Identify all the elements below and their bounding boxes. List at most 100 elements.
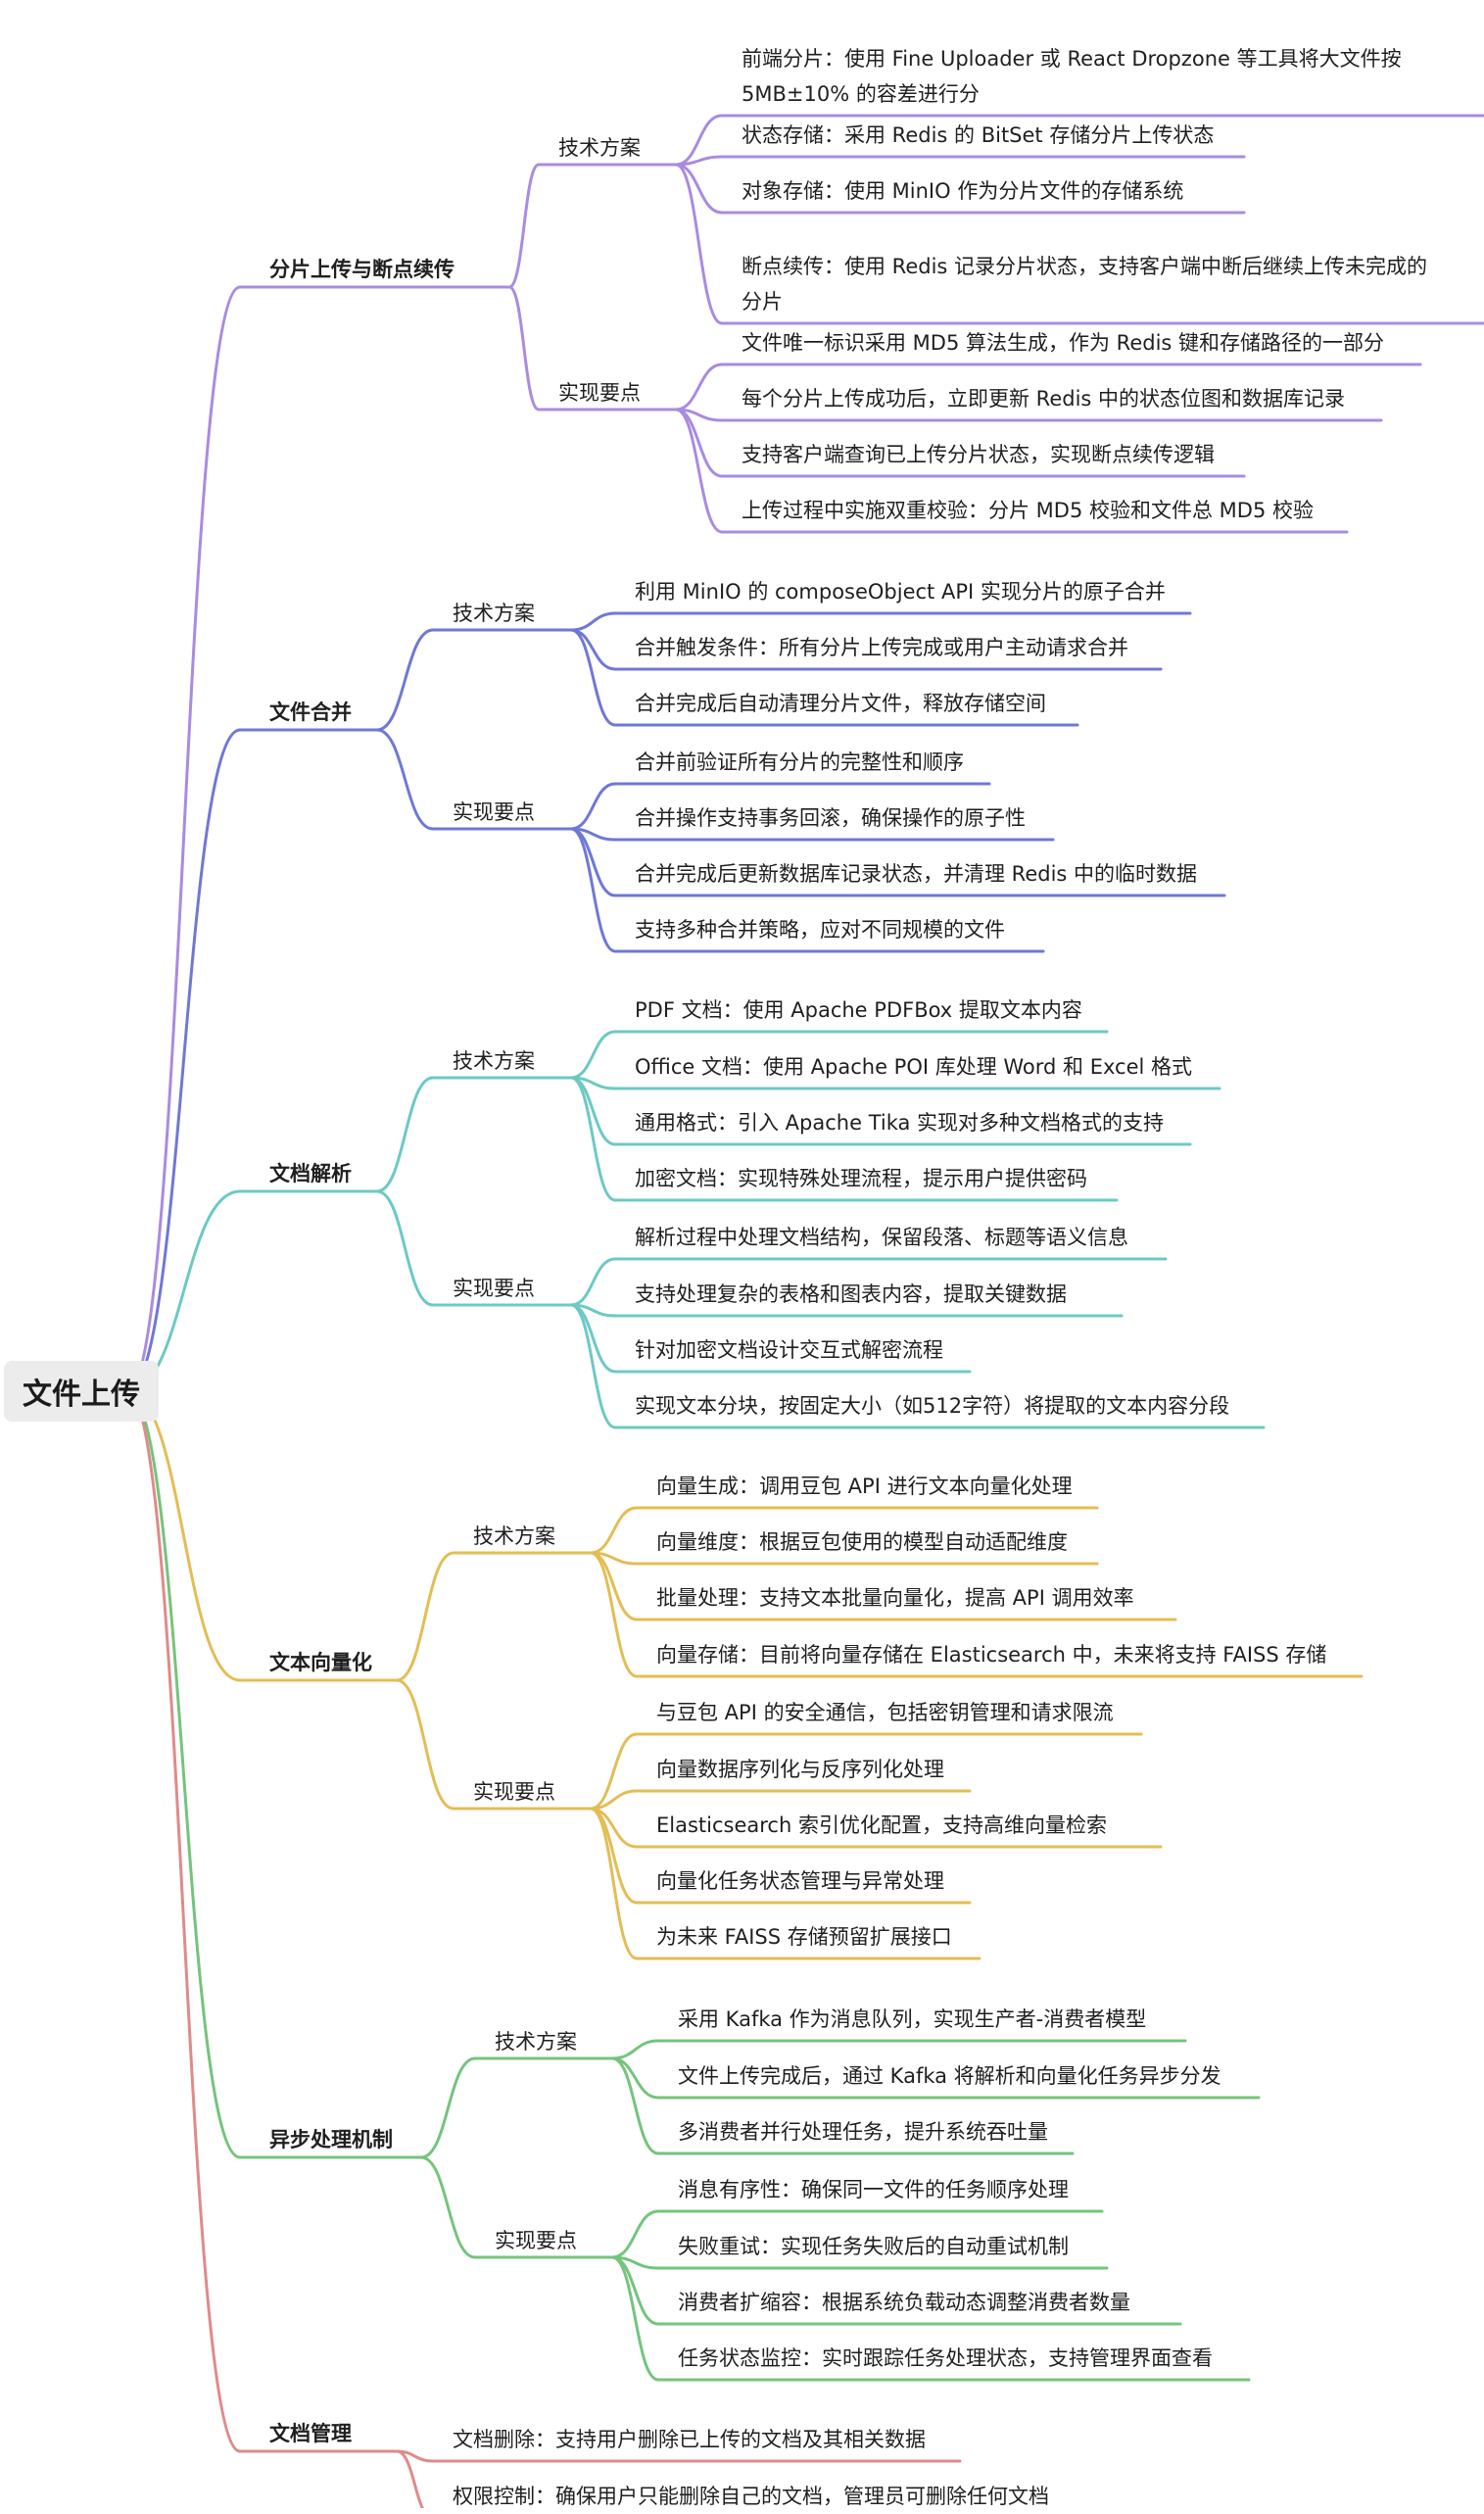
group-connector [419, 2155, 477, 2259]
leaf-text: 与豆包 API 的安全通信，包括密钥管理和请求限流 [656, 1701, 1114, 1724]
leaf-connector [589, 1506, 639, 1555]
leaf-connector [589, 1551, 639, 1678]
leaf-text: 对象存储：使用 MinIO 作为分片文件的存储系统 [742, 179, 1184, 203]
leaf-connector [569, 611, 617, 632]
leaf-text: 合并触发条件：所有分片上传完成或用户主动请求合并 [635, 636, 1128, 659]
leaf-text: 合并操作支持事务回滚，确保操作的原子性 [635, 806, 1026, 830]
leaf-text: Office 文档：使用 Apache POI 库处理 Word 和 Excel… [635, 1055, 1193, 1079]
leaf-connector [610, 2039, 660, 2060]
group-label[interactable]: 技术方案 [558, 136, 641, 160]
branch-label[interactable]: 文档解析 [269, 1162, 352, 1185]
group-label[interactable]: 技术方案 [453, 1049, 535, 1073]
leaf-text: 5MB±10% 的容差进行分 [742, 82, 980, 106]
leaf-text: 加密文档：实现特殊处理流程，提示用户提供密码 [635, 1167, 1087, 1190]
group-label[interactable]: 技术方案 [495, 2030, 577, 2054]
branch-label[interactable]: 文档管理 [269, 2422, 352, 2445]
group-label[interactable]: 实现要点 [473, 1780, 555, 1804]
leaf-text: 合并前验证所有分片的完整性和顺序 [635, 750, 964, 774]
leaf-text: 向量生成：调用豆包 API 进行文本向量化处理 [656, 1475, 1073, 1498]
leaf-text: 针对加密文档设计交互式解密流程 [635, 1338, 943, 1362]
leaf-connector [569, 1303, 617, 1429]
root-node[interactable]: 文件上传 [4, 1361, 159, 1422]
leaf-text: 向量存储：目前将向量存储在 Elasticsearch 中，未来将支持 FAIS… [656, 1643, 1327, 1667]
leaf-connector [569, 628, 617, 671]
leaf-text: 任务状态监控：实时跟踪任务处理状态，支持管理界面查看 [678, 2346, 1213, 2370]
leaf-text: 前端分片：使用 Fine Uploader 或 React Dropzone 等… [742, 47, 1402, 71]
leaf-connector [674, 163, 724, 325]
leaf-text: 解析过程中处理文档结构，保留段落、标题等语义信息 [635, 1226, 1128, 1249]
group-label[interactable]: 技术方案 [453, 602, 535, 625]
leaf-connector [395, 2449, 425, 2508]
leaf-text: 文件唯一标识采用 MD5 算法生成，作为 Redis 键和存储路径的一部分 [742, 331, 1385, 355]
leaf-connector [674, 363, 724, 411]
group-connector [375, 628, 435, 732]
group-connector [375, 1189, 435, 1307]
leaf-connector [610, 2056, 660, 2100]
group-connector [395, 1551, 455, 1682]
leaf-text: 合并完成后更新数据库记录状态，并清理 Redis 中的临时数据 [635, 862, 1198, 886]
group-connector [419, 2056, 477, 2159]
leaf-connector [610, 2255, 660, 2382]
leaf-connector [589, 1732, 639, 1811]
leaf-text: 多消费者并行处理任务，提升系统吞吐量 [678, 2120, 1048, 2144]
leaf-text: Elasticsearch 索引优化配置，支持高维向量检索 [656, 1813, 1107, 1837]
leaf-text: 权限控制：确保用户只能删除自己的文档，管理员可删除任何文档 [453, 2485, 1049, 2508]
leaf-connector [569, 628, 617, 727]
root-label: 文件上传 [23, 1378, 140, 1412]
leaf-text: 消息有序性：确保同一文件的任务顺序处理 [678, 2178, 1069, 2201]
leaf-connector [569, 1076, 617, 1202]
leaf-text: 采用 Kafka 作为消息队列，实现生产者-消费者模型 [678, 2007, 1147, 2031]
leaf-text: 断点续传：使用 Redis 记录分片状态，支持客户端中断后继续上传未完成的 [742, 255, 1428, 278]
leaf-text: 分片 [742, 290, 783, 314]
group-label[interactable]: 实现要点 [495, 2229, 577, 2252]
leaf-connector [610, 2056, 660, 2155]
leaf-connector [674, 163, 724, 215]
leaf-text: 失败重试：实现任务失败后的自动重试机制 [678, 2235, 1069, 2258]
leaf-text: 向量数据序列化与反序列化处理 [656, 1758, 944, 1781]
leaf-text: 为未来 FAISS 存储预留扩展接口 [656, 1925, 952, 1949]
leaf-connector [569, 1257, 617, 1307]
leaf-text: 文件上传完成后，通过 Kafka 将解析和向量化任务异步分发 [678, 2064, 1221, 2088]
group-label[interactable]: 实现要点 [558, 381, 641, 405]
leaf-text: 上传过程中实施双重校验：分片 MD5 校验和文件总 MD5 校验 [742, 499, 1314, 522]
leaf-text: 支持客户端查询已上传分片状态，实现断点续传逻辑 [742, 443, 1215, 466]
leaf-text: 通用格式：引入 Apache Tika 实现对多种文档格式的支持 [635, 1111, 1165, 1135]
branch-connector [125, 1389, 242, 2159]
leaf-text: 利用 MinIO 的 composeObject API 实现分片的原子合并 [635, 580, 1166, 604]
leaf-text: 文档删除：支持用户删除已上传的文档及其相关数据 [453, 2428, 926, 2451]
group-label[interactable]: 实现要点 [453, 1277, 535, 1300]
leaf-connector [674, 155, 724, 167]
branch-label[interactable]: 文本向量化 [269, 1651, 372, 1674]
branch-connector [125, 285, 242, 1393]
branch-label[interactable]: 分片上传与断点续传 [269, 258, 455, 281]
leaf-text: 向量维度：根据豆包使用的模型自动适配维度 [656, 1530, 1068, 1554]
group-label[interactable]: 技术方案 [473, 1524, 555, 1548]
group-connector [395, 1678, 455, 1811]
leaf-connector [589, 1807, 639, 1960]
leaf-text: 状态存储：采用 Redis 的 BitSet 存储分片上传状态 [742, 123, 1215, 147]
branch-connector [125, 728, 242, 1393]
leaf-text: 合并完成后自动清理分片文件，释放存储空间 [635, 692, 1046, 715]
leaf-text: 支持多种合并策略，应对不同规模的文件 [635, 918, 1005, 942]
group-connector [507, 163, 541, 289]
leaf-text: 批量处理：支持文本批量向量化，提高 API 调用效率 [656, 1586, 1134, 1610]
leaf-connector [569, 782, 617, 831]
leaf-text: 支持处理复杂的表格和图表内容，提取关键数据 [635, 1282, 1067, 1306]
leaf-text: 向量化任务状态管理与异常处理 [656, 1869, 944, 1893]
leaf-connector [610, 2209, 660, 2259]
leaf-connector [569, 1030, 617, 1080]
group-connector [375, 728, 435, 831]
group-connector [507, 285, 541, 411]
group-label[interactable]: 实现要点 [453, 800, 535, 824]
leaf-text: PDF 文档：使用 Apache PDFBox 提取文本内容 [635, 998, 1082, 1022]
group-connector [375, 1076, 435, 1193]
leaf-connector [674, 408, 724, 534]
branch-connector [125, 1389, 242, 2453]
leaf-text: 每个分片上传成功后，立即更新 Redis 中的状态位图和数据库记录 [742, 387, 1346, 411]
branch-label[interactable]: 文件合并 [269, 701, 352, 724]
leaf-connector [569, 827, 617, 953]
branch-label[interactable]: 异步处理机制 [269, 2128, 393, 2151]
leaf-text: 消费者扩缩容：根据系统负载动态调整消费者数量 [678, 2291, 1130, 2314]
